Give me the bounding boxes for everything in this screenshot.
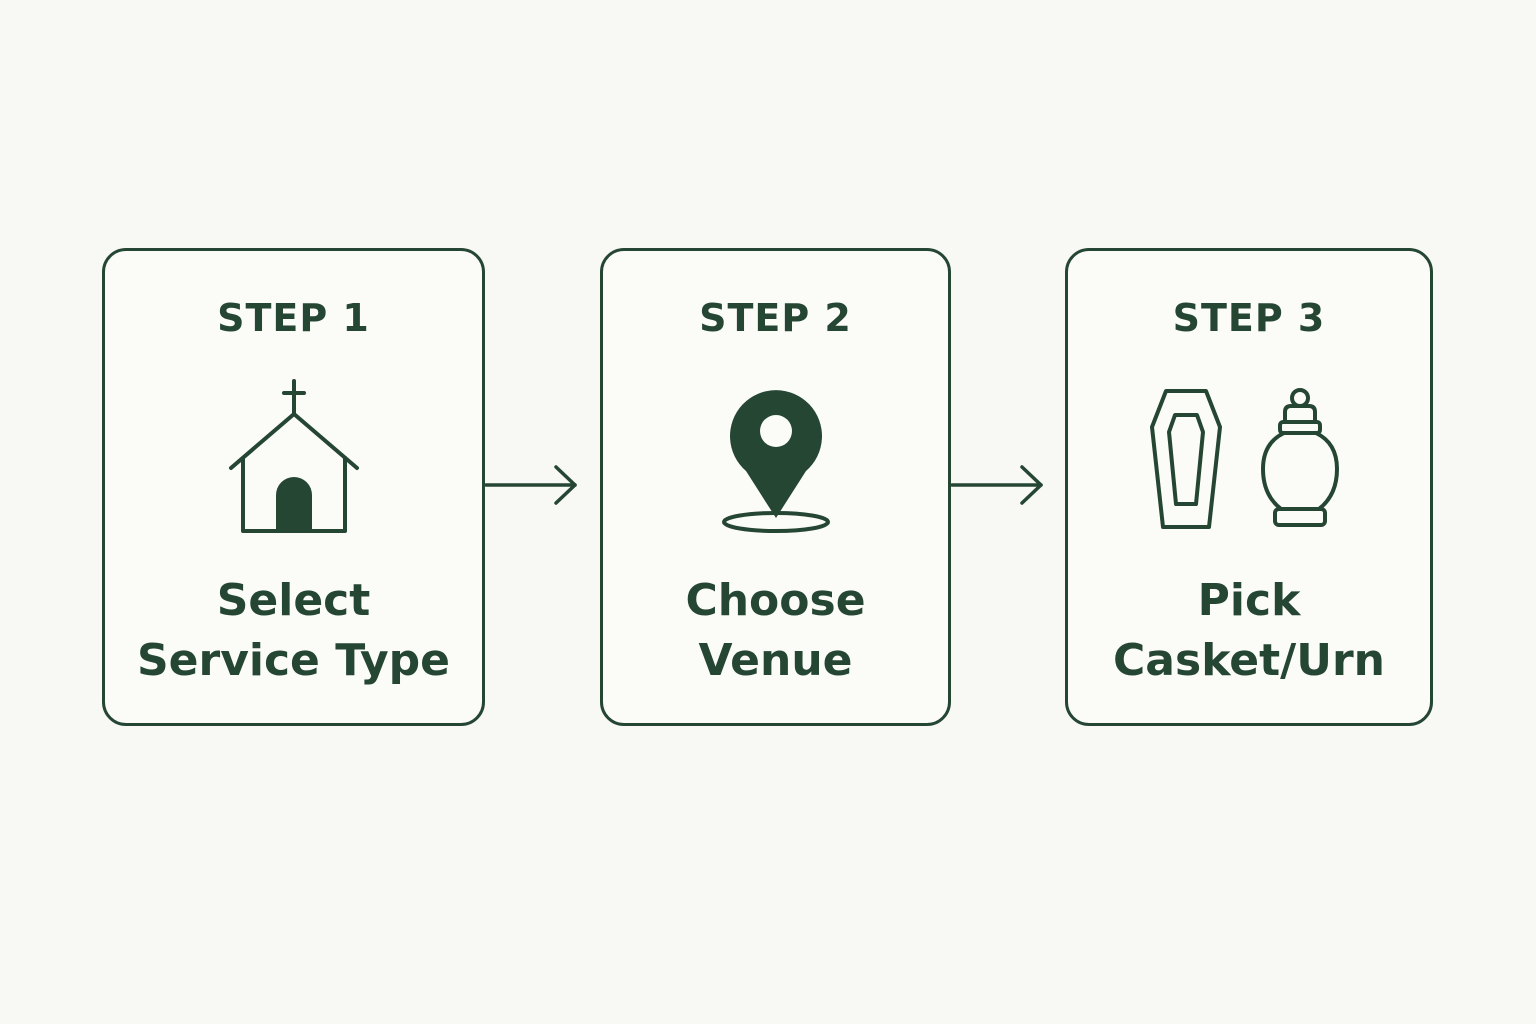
step-label: STEP 1 <box>217 296 370 340</box>
step-title-line: Service Type <box>136 635 451 686</box>
step-title-line: Venue <box>698 635 853 686</box>
step-3-card: STEP 3 Pick Casket/Urn <box>1065 248 1433 726</box>
location-pin-icon <box>603 377 948 537</box>
step-title-line: Select <box>216 575 371 626</box>
step-title: Choose Venue <box>603 571 948 691</box>
step-label: STEP 3 <box>1172 296 1326 340</box>
step-title-line: Choose <box>685 575 866 626</box>
step-title-line: Casket/Urn <box>1113 635 1385 686</box>
casket-and-urn-icons <box>1068 377 1430 537</box>
step-label: STEP 2 <box>699 296 852 340</box>
urn-icon <box>1261 388 1339 527</box>
step-1-card: STEP 1 Select Service Type <box>102 248 485 726</box>
step-2-card: STEP 2 Choose Venue <box>600 248 951 726</box>
church-icon <box>105 377 482 537</box>
arrow-right-icon <box>484 460 600 510</box>
arrow-right-icon <box>950 460 1065 510</box>
step-title-line: Pick <box>1197 575 1301 626</box>
step-title: Pick Casket/Urn <box>1068 571 1430 691</box>
casket-icon <box>1150 389 1222 529</box>
step-title: Select Service Type <box>105 571 482 691</box>
